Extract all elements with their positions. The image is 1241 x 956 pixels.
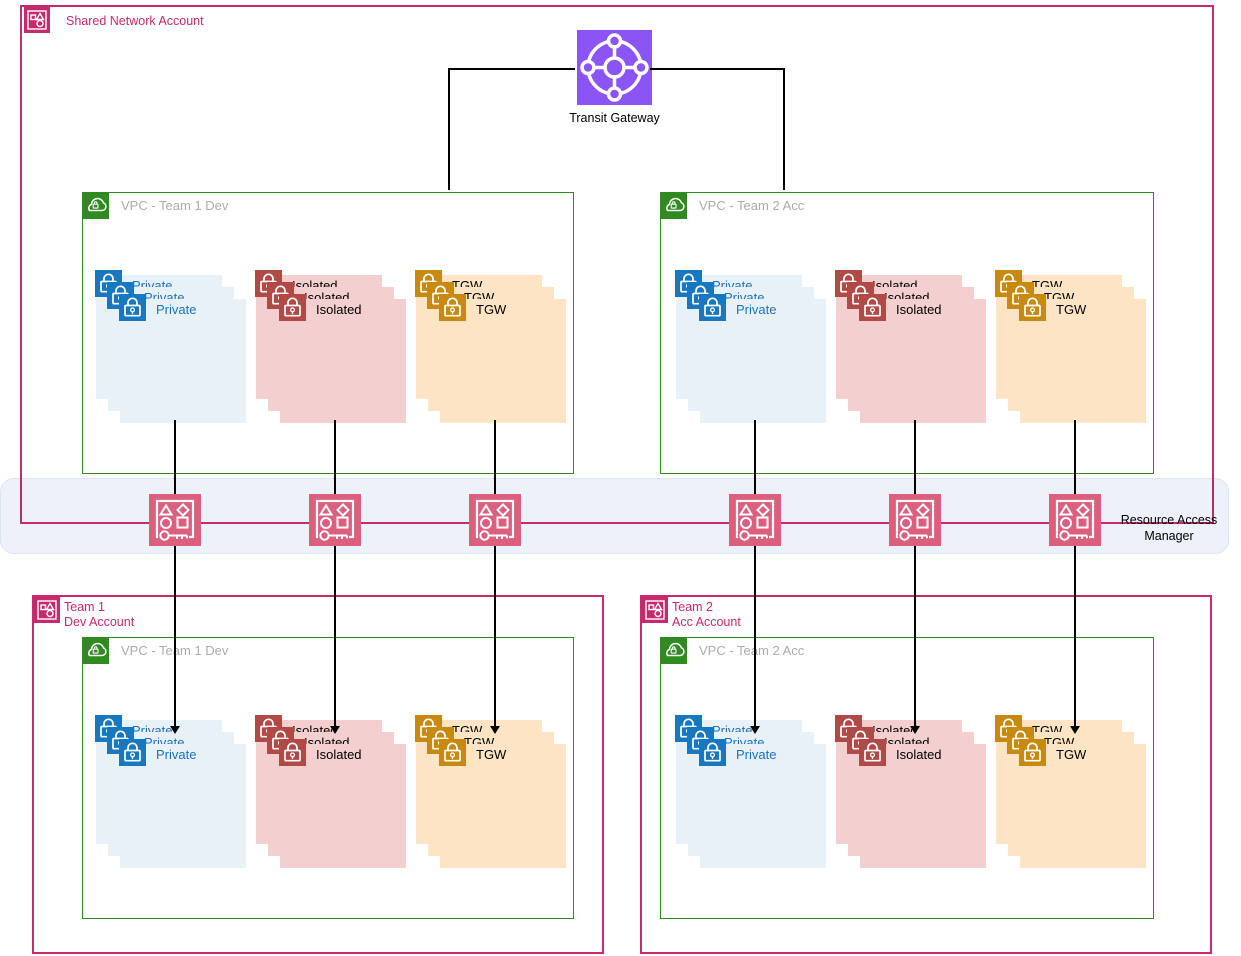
arrow-line [494, 420, 496, 726]
shared-account-label: Shared Network Account [66, 14, 204, 28]
vpc-label: VPC - Team 2 Acc [699, 198, 805, 213]
vpc-icon [659, 191, 687, 219]
ram-share-icon [889, 494, 941, 546]
ram-share-icon [1049, 494, 1101, 546]
team2-account-label: Team 2 Acc Account [672, 600, 741, 630]
subnet-lock-icon [699, 294, 726, 321]
arrow-line [174, 420, 176, 726]
connector-line [448, 68, 450, 190]
transit-gateway-node: Transit Gateway [569, 30, 660, 125]
subnet-label: Private [156, 302, 197, 317]
subnet-label: Isolated [896, 302, 942, 317]
account-icon [642, 597, 668, 623]
arrow-head [1070, 726, 1080, 734]
ram-label-line1: Resource Access [1120, 513, 1218, 527]
subnet-lock-icon [859, 739, 886, 766]
connector-line [650, 68, 783, 70]
subnet-lock-icon [279, 739, 306, 766]
ram-label-line2: Manager [1144, 529, 1194, 543]
arrow-line [914, 420, 916, 726]
vpc-icon [81, 191, 109, 219]
subnet-lock-icon [859, 294, 886, 321]
arrow-head [750, 726, 760, 734]
subnet-label: TGW [1056, 747, 1087, 762]
resource-access-manager-label: Resource Access Manager [1100, 512, 1238, 544]
account-label-line2: Dev Account [64, 615, 135, 629]
subnet-lock-icon [279, 294, 306, 321]
arrow-head [170, 726, 180, 734]
arrow-head [330, 726, 340, 734]
subnet-label: TGW [1056, 302, 1087, 317]
subnet-lock-icon [439, 739, 466, 766]
transit-gateway-icon [577, 30, 652, 105]
subnet-label: TGW [476, 747, 507, 762]
arrow-head [910, 726, 920, 734]
resource-access-manager-band [0, 478, 1229, 554]
team2-acc-account-box: Team 2 Acc Account VPC - Team 2 Acc Priv… [640, 595, 1212, 954]
subnet-label: Isolated [316, 747, 362, 762]
subnet-label: Isolated [316, 302, 362, 317]
connector-line [783, 68, 785, 190]
arrow-line [334, 420, 336, 726]
arrow-head [490, 726, 500, 734]
shared-network-account-box: Shared Network Account Transit Gateway [20, 5, 1214, 524]
account-label-line1: Team 2 [672, 600, 713, 614]
team1-account-label: Team 1 Dev Account [64, 600, 134, 630]
account-label-line2: Acc Account [672, 615, 741, 629]
subnet-lock-icon [439, 294, 466, 321]
transit-gateway-label: Transit Gateway [569, 111, 660, 125]
arrow-line [754, 420, 756, 726]
vpc-label: VPC - Team 1 Dev [121, 198, 229, 213]
connector-line [448, 68, 575, 70]
subnet-label: Private [736, 747, 777, 762]
subnet-lock-icon [119, 739, 146, 766]
account-label-line1: Team 1 [64, 600, 105, 614]
subnet-label: Private [156, 747, 197, 762]
subnet-label: Private [736, 302, 777, 317]
vpc-icon [659, 636, 687, 664]
ram-share-icon [469, 494, 521, 546]
ram-share-icon [309, 494, 361, 546]
arrow-line [1074, 420, 1076, 726]
ram-share-icon [729, 494, 781, 546]
subnet-label: TGW [476, 302, 507, 317]
subnet-lock-icon [1019, 739, 1046, 766]
ram-share-icon [149, 494, 201, 546]
vpc-icon [81, 636, 109, 664]
vpc-label: VPC - Team 2 Acc [699, 643, 805, 658]
subnet-lock-icon [699, 739, 726, 766]
subnet-lock-icon [119, 294, 146, 321]
subnet-lock-icon [1019, 294, 1046, 321]
team1-dev-account-box: Team 1 Dev Account VPC - Team 1 Dev Priv… [32, 595, 604, 954]
account-icon [24, 7, 50, 33]
subnet-label: Isolated [896, 747, 942, 762]
account-icon [34, 597, 60, 623]
